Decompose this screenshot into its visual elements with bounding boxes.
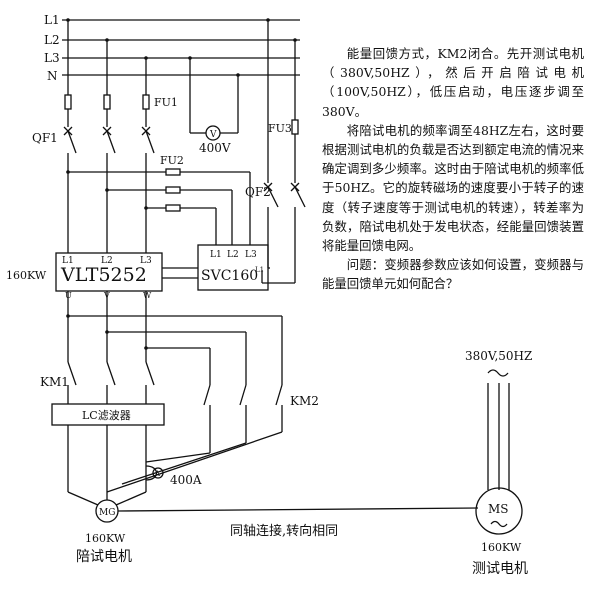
bus-label-l3: L3 (44, 51, 60, 65)
accompany-motor: MG 160KW 陪试电机 (76, 499, 132, 565)
vfd-input-l2: L2 (101, 256, 113, 266)
svc-input-l3: L3 (245, 250, 257, 260)
description-notes: 能量回馈方式，KM2闭合。先开测试电机（380V,50HZ），然后开启陪试电机（… (322, 44, 584, 294)
vfd-feeder: FU1 QF1 (32, 20, 178, 253)
vfd-unit: L1 L2 L3 VLT5252 U V W 160KW (6, 252, 163, 300)
svc-unit: L1 L2 L3 SVC160 L1 (162, 244, 269, 291)
mg-symbol: MG (99, 508, 115, 518)
vfd-input-l3: L3 (140, 256, 152, 266)
note-paragraph-1: 能量回馈方式，KM2闭合。先开测试电机（380V,50HZ），然后开启陪试电机（… (322, 46, 584, 119)
shaft-coupling: 同轴连接,转向相同 (117, 507, 479, 539)
mg-name: 陪试电机 (76, 549, 132, 565)
svc-output-l1: L1 (255, 266, 264, 274)
bus-bars: L1 L2 L3 N (44, 13, 300, 83)
svc-model: SVC160 (201, 268, 258, 284)
vfd-input-l1: L1 (62, 256, 74, 266)
note-paragraph-3: 问题：变频器参数应该如何设置，变频器与能量回馈单元如何配合？ (322, 257, 584, 292)
ms-power: 160KW (481, 541, 522, 554)
test-motor: 380V,50HZ MS 160KW 测试电机 (465, 349, 532, 577)
ms-symbol: MS (488, 502, 509, 516)
km1-label: KM1 (40, 375, 69, 389)
bus-label-n: N (47, 69, 58, 83)
ammeter-reading: 400A (170, 473, 202, 487)
km2-contacts: KM2 (106, 316, 319, 493)
ammeter-symbol: A (154, 470, 161, 478)
fu2-label: FU2 (160, 154, 184, 167)
svc-input-l1: L1 (210, 250, 222, 260)
vfd-output-w: W (143, 291, 152, 300)
qf2-label: QF2 (245, 185, 271, 199)
ms-name: 测试电机 (472, 561, 528, 577)
fu3-label: FU3 (268, 122, 292, 135)
vfd-output-lines: KM1 LC滤波器 (40, 291, 282, 492)
bus-label-l1: L1 (44, 13, 60, 27)
fu3-qf2-branch: FU3 QF2 (245, 20, 306, 284)
fu1-label: FU1 (154, 96, 178, 109)
voltmeter-reading: 400V (199, 141, 231, 155)
lc-filter-label: LC滤波器 (82, 409, 131, 422)
svc-input-l2: L2 (227, 250, 239, 260)
mg-power: 160KW (85, 532, 126, 545)
bus-label-l2: L2 (44, 33, 60, 47)
voltmeter: V 400V (189, 58, 239, 155)
qf1-label: QF1 (32, 131, 58, 145)
voltmeter-symbol: V (209, 130, 217, 140)
km2-label: KM2 (290, 394, 319, 408)
vfd-model: VLT5252 (60, 264, 147, 286)
coupling-label: 同轴连接,转向相同 (230, 523, 338, 539)
ms-supply: 380V,50HZ (465, 349, 532, 363)
note-paragraph-2: 将陪试电机的频率调至48HZ左右，这时要根据测试电机的负载是否达到额定电流的情况… (322, 122, 584, 254)
svc-feeder: FU2 (66, 154, 251, 245)
ammeter: A 400A (67, 462, 202, 506)
vfd-power: 160KW (6, 269, 47, 282)
